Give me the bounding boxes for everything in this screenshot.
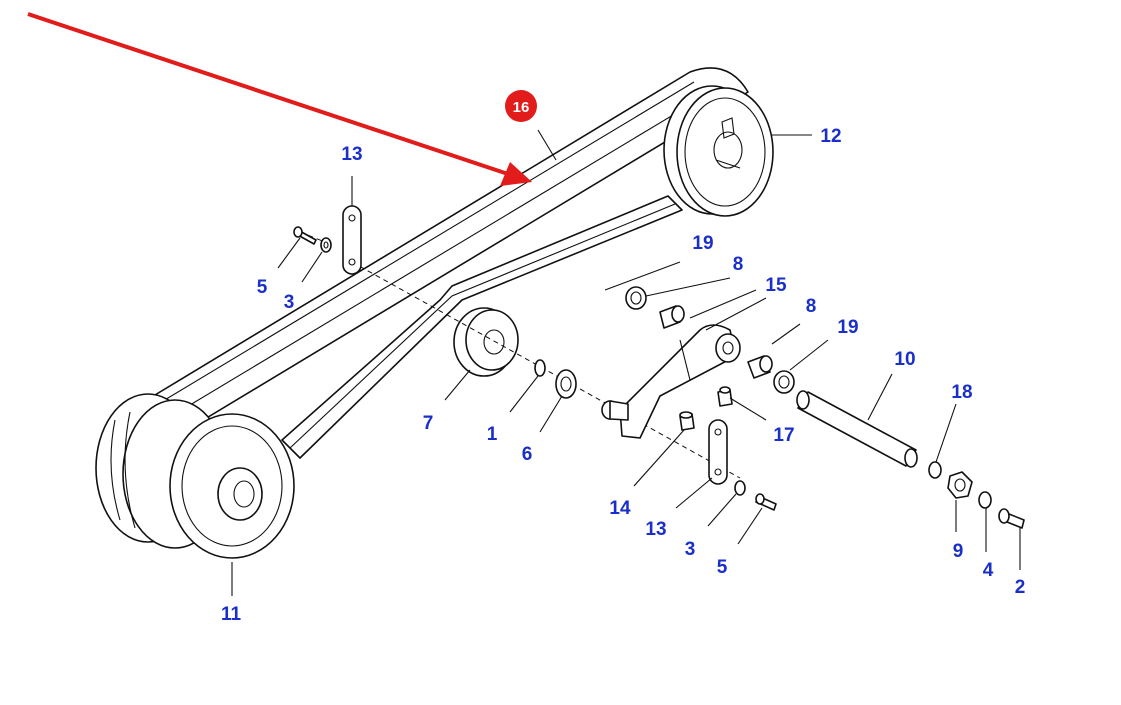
callout-13-lower[interactable]: 13: [645, 519, 666, 540]
washer-3-lower: [734, 480, 746, 496]
callout-1[interactable]: 1: [487, 424, 498, 445]
callout-8-right[interactable]: 8: [806, 296, 817, 317]
idler-pulley-7: [453, 307, 519, 377]
callout-15[interactable]: 15: [765, 275, 787, 296]
callout-19[interactable]: 19: [692, 233, 713, 254]
callout-11[interactable]: 11: [221, 604, 242, 625]
callout-3[interactable]: 3: [284, 292, 295, 313]
pulley-12: [663, 85, 774, 217]
callout-6[interactable]: 6: [522, 444, 533, 465]
callout-13[interactable]: 13: [341, 144, 362, 165]
highlight-arrow: [27, 12, 532, 186]
bolt-2: [998, 508, 1025, 529]
part-16-badge[interactable]: 16: [505, 90, 537, 122]
bolt-5-upper: [293, 226, 332, 253]
bracket-13-lower: [708, 419, 728, 485]
washer-4: [978, 491, 992, 509]
bushing-8-left: [659, 305, 685, 329]
callout-4[interactable]: 4: [983, 560, 994, 581]
nut-9: [947, 471, 973, 499]
callout-14[interactable]: 14: [609, 498, 631, 519]
bushing-19-right: [773, 370, 795, 394]
callout-2[interactable]: 2: [1015, 577, 1026, 598]
leader-lines: [231, 129, 1021, 596]
bearing-6: [555, 369, 577, 399]
drive-belt: [146, 67, 749, 459]
callout-18[interactable]: 18: [951, 382, 972, 403]
bushing-19-left: [625, 286, 647, 310]
shaft-10: [796, 390, 918, 468]
circlip-1: [534, 359, 546, 377]
callout-5-lower[interactable]: 5: [717, 557, 728, 578]
pin-14: [679, 411, 695, 431]
callout-9[interactable]: 9: [953, 541, 964, 562]
bolt-5-lower: [755, 493, 777, 511]
grease-nipple-17: [717, 386, 733, 407]
callout-8[interactable]: 8: [733, 254, 744, 275]
washer-18: [928, 461, 942, 479]
tensioner-arm-15: [601, 324, 741, 439]
assembly-axis-line: [351, 261, 741, 479]
bracket-13-upper: [342, 205, 362, 275]
callout-17[interactable]: 17: [773, 425, 794, 446]
callout-19-right[interactable]: 19: [837, 317, 858, 338]
callout-labels: 13 5 3 7 1 6 19 8 15 8 19 10 18 17 9 4 2…: [221, 126, 1025, 625]
callout-7[interactable]: 7: [423, 413, 434, 434]
bushing-8-right: [747, 355, 773, 379]
callout-12[interactable]: 12: [820, 126, 841, 147]
callout-3-lower[interactable]: 3: [685, 539, 696, 560]
pulley-11: [95, 393, 295, 559]
callout-10[interactable]: 10: [894, 349, 915, 370]
callout-5[interactable]: 5: [257, 277, 268, 298]
svg-text:16: 16: [513, 99, 530, 116]
